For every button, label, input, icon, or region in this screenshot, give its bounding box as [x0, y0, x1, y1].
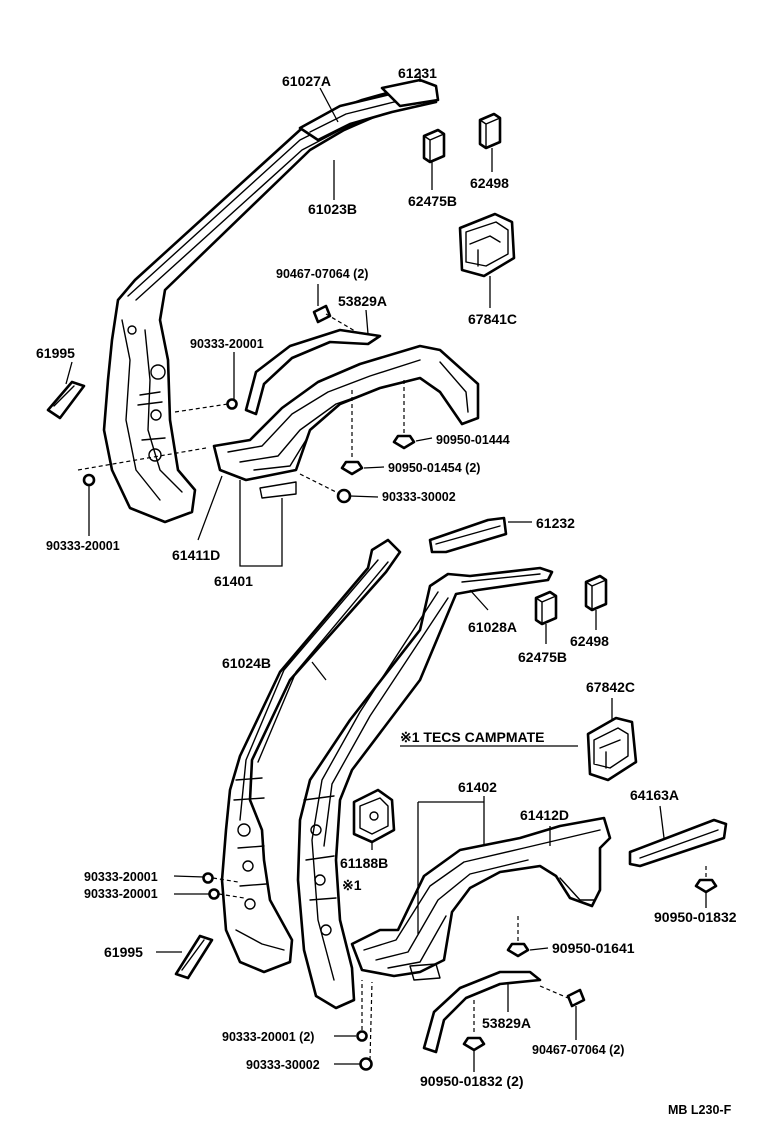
part-labels: 61027A 61231 62498 61023B 62475B 90467-0…: [36, 65, 737, 1117]
part-62498-block-top: [478, 112, 502, 150]
part-61995-bracket-bottom: [174, 934, 214, 980]
leaders-top: [65, 72, 493, 567]
part-53829a-flange-bottom: [422, 970, 542, 1054]
label-61411d: 61411D: [172, 547, 220, 563]
label-90333-20001-top: 90333-20001: [190, 337, 264, 351]
part-61402-61412d-wheel-house: [350, 816, 612, 981]
nut-90950-01832-2: [462, 1036, 486, 1052]
part-64163a-strip: [628, 818, 728, 868]
label-61027a: 61027A: [282, 73, 331, 89]
nut-90950-01832-right: [694, 878, 718, 894]
part-61995-bracket-top: [46, 380, 86, 420]
screw-90467-07064-bottom: [566, 988, 586, 1008]
label-61995-bottom: 61995: [104, 944, 143, 960]
label-67842c: 67842C: [586, 679, 635, 695]
leaders-bottom: [156, 521, 707, 1072]
label-90467-top: 90467-07064 (2): [276, 267, 368, 281]
grommet-90333-30002-bottom: [359, 1057, 373, 1071]
fasteners-bottom: [202, 872, 718, 1071]
label-67841c: 67841C: [468, 311, 517, 327]
label-61402: 61402: [458, 779, 497, 795]
grommet-90333-20001-top: [226, 398, 238, 410]
grommet-90333-20001-2: [356, 1030, 368, 1042]
label-90950-01444: 90950-01444: [436, 433, 510, 447]
grommet-90333-30002-top: [336, 488, 352, 504]
grommet-90333-20001-b: [208, 888, 220, 900]
label-64163a: 64163A: [630, 787, 679, 803]
label-53829a-top: 53829A: [338, 293, 387, 309]
label-61412d: 61412D: [520, 807, 569, 823]
screw-90467-07064-top: [312, 304, 332, 324]
label-90950-01832-2: 90950-01832 (2): [420, 1073, 524, 1089]
part-61231-rail-strip: [380, 78, 440, 108]
label-90333-20001-left: 90333-20001: [46, 539, 120, 553]
label-90333-20001-b: 90333-20001: [84, 887, 158, 901]
part-62475b-block-bottom: [534, 590, 558, 626]
label-61231: 61231: [398, 65, 437, 81]
part-67841c-bracket: [458, 212, 516, 278]
label-62475b-bottom: 62475B: [518, 649, 567, 665]
nut-90950-01444: [392, 434, 416, 450]
label-53829a-bottom: 53829A: [482, 1015, 531, 1031]
label-62498-bottom: 62498: [570, 633, 609, 649]
label-90950-01454: 90950-01454 (2): [388, 461, 480, 475]
diagram-reference: MB L230-F: [668, 1103, 732, 1117]
label-61024b: 61024B: [222, 655, 271, 671]
part-61188b-bracket: [352, 788, 396, 844]
part-61232-rail-strip: [428, 516, 508, 554]
label-61188b: 61188B: [340, 855, 388, 871]
label-90467-bottom: 90467-07064 (2): [532, 1043, 624, 1057]
label-90333-20001-2: 90333-20001 (2): [222, 1030, 314, 1044]
part-61411d-61401-wheel-house: [212, 344, 480, 499]
fasteners-top: [82, 304, 416, 504]
part-62498-block-bottom: [584, 574, 608, 612]
part-67842c-bracket: [586, 716, 638, 782]
label-90333-20001-a: 90333-20001: [84, 870, 158, 884]
note-star-1: ※1: [342, 877, 362, 893]
label-90950-01641: 90950-01641: [552, 940, 635, 956]
label-62498-top: 62498: [470, 175, 509, 191]
label-61028a: 61028A: [468, 619, 517, 635]
label-90333-30002-top: 90333-30002: [382, 490, 456, 504]
label-61232: 61232: [536, 515, 575, 531]
label-62475b-top: 62475B: [408, 193, 457, 209]
grommet-90333-20001-left: [82, 473, 96, 487]
label-61995-top: 61995: [36, 345, 75, 361]
label-61023b: 61023B: [308, 201, 357, 217]
part-62475b-block-top: [422, 128, 446, 164]
label-90333-30002-bottom: 90333-30002: [246, 1058, 320, 1072]
part-53829a-flange-top: [244, 328, 382, 416]
nut-90950-01454: [340, 460, 364, 476]
part-61024b-front-pillar: [220, 538, 402, 974]
note-tecs-campmate: ※1 TECS CAMPMATE: [400, 729, 544, 745]
part-61028a-roof-rail-inner: [296, 566, 554, 1010]
label-90950-01832-right: 90950-01832: [654, 909, 737, 925]
grommet-90333-20001-a: [202, 872, 214, 884]
label-61401: 61401: [214, 573, 253, 589]
nut-90950-01641: [506, 942, 530, 958]
